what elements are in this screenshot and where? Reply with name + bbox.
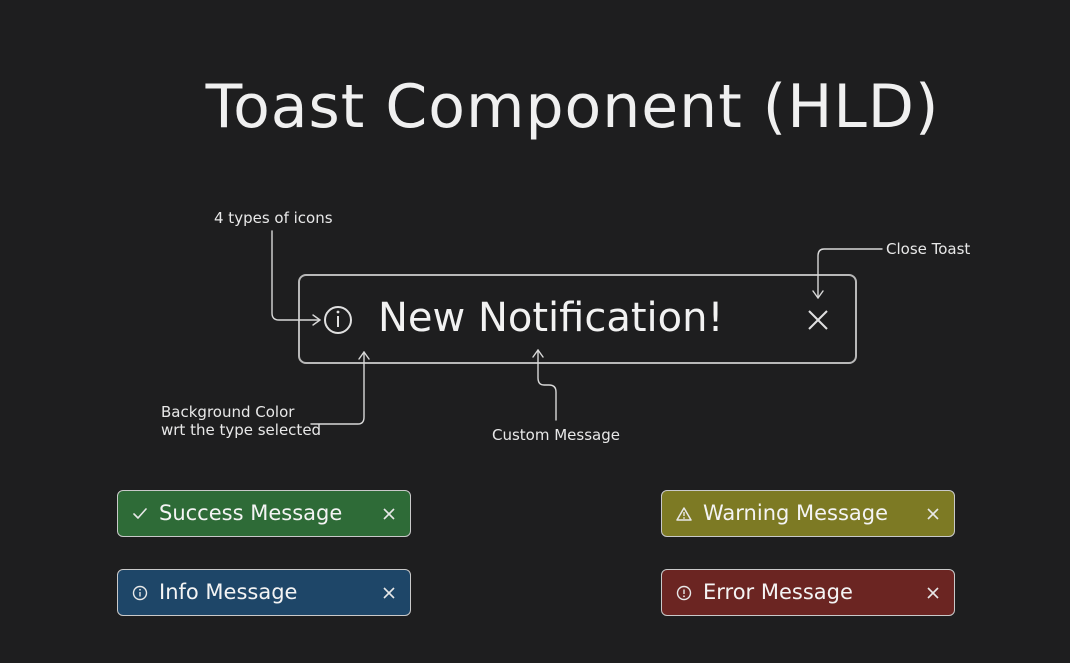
annotation-background-line2: wrt the type selected (161, 421, 322, 439)
toast-success: Success Message (117, 490, 411, 537)
toast-info-label: Info Message (159, 580, 298, 604)
annotation-message: Custom Message (492, 426, 620, 444)
toast-success-label: Success Message (159, 501, 343, 525)
warning-triangle-icon (676, 507, 692, 521)
arrow-message (537, 349, 557, 421)
info-circle-icon (132, 585, 148, 601)
close-icon[interactable] (926, 586, 940, 600)
info-circle-icon (324, 306, 352, 334)
toast-error: Error Message (661, 569, 955, 616)
main-toast (298, 274, 857, 364)
main-toast-message: New Notification! (378, 295, 724, 341)
arrow-background (310, 351, 365, 425)
alert-circle-icon (676, 585, 692, 601)
toast-warning: Warning Message (661, 490, 955, 537)
close-icon[interactable] (808, 310, 828, 330)
check-icon (133, 508, 147, 519)
close-icon[interactable] (926, 507, 940, 521)
arrow-close (817, 248, 883, 299)
close-icon[interactable] (382, 586, 396, 600)
close-icon[interactable] (382, 507, 396, 521)
toast-info: Info Message (117, 569, 411, 616)
arrow-icons (271, 230, 321, 321)
page-title: Toast Component (HLD) (205, 72, 940, 142)
annotation-close: Close Toast (886, 240, 971, 258)
annotation-background-line1: Background Color (161, 403, 295, 421)
toast-error-label: Error Message (703, 580, 853, 604)
annotation-icons: 4 types of icons (214, 209, 333, 227)
toast-warning-label: Warning Message (703, 501, 889, 525)
